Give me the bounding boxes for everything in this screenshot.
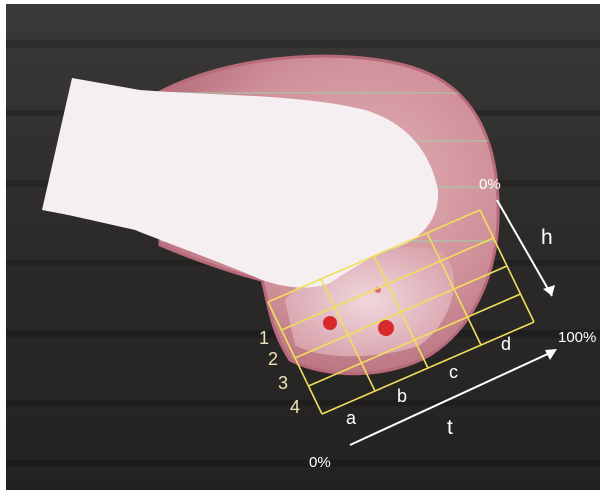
t-axis-label: t [447,416,453,439]
row-label: 4 [290,397,300,417]
row-label: 3 [278,373,288,393]
row-label: 1 [259,328,269,348]
column-label: a [346,408,357,428]
column-label: b [397,386,407,406]
h-axis-label: h [541,226,553,249]
red-spot [323,316,337,330]
t-end-label: 100% [558,329,596,346]
row-label: 2 [268,349,278,369]
t-start-label: 0% [309,454,331,471]
h-start-label: 0% [479,176,501,193]
column-label: c [449,362,458,382]
red-spot [378,320,394,336]
column-label: d [501,334,511,354]
